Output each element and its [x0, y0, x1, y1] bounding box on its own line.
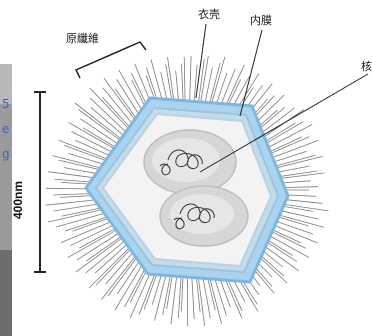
scale-bar-label: 400nm — [11, 181, 25, 219]
core-label: 核 — [361, 59, 372, 73]
fibril — [83, 128, 117, 148]
fibrils-label: 原纖維 — [66, 31, 99, 45]
edge-fragment-3: g — [2, 147, 10, 161]
fibrils-bracket — [76, 42, 146, 78]
scale-bar — [34, 92, 46, 272]
core-lower — [160, 186, 248, 246]
core-upper — [144, 130, 236, 194]
inner-membrane-label: 内膜 — [250, 13, 272, 27]
inner-membrane-leader — [240, 30, 262, 116]
fibril — [75, 103, 124, 141]
capsid-label: 衣壳 — [198, 7, 220, 21]
edge-fragment-1: 5 — [2, 97, 10, 111]
edge-fragment-2: e — [2, 122, 9, 136]
